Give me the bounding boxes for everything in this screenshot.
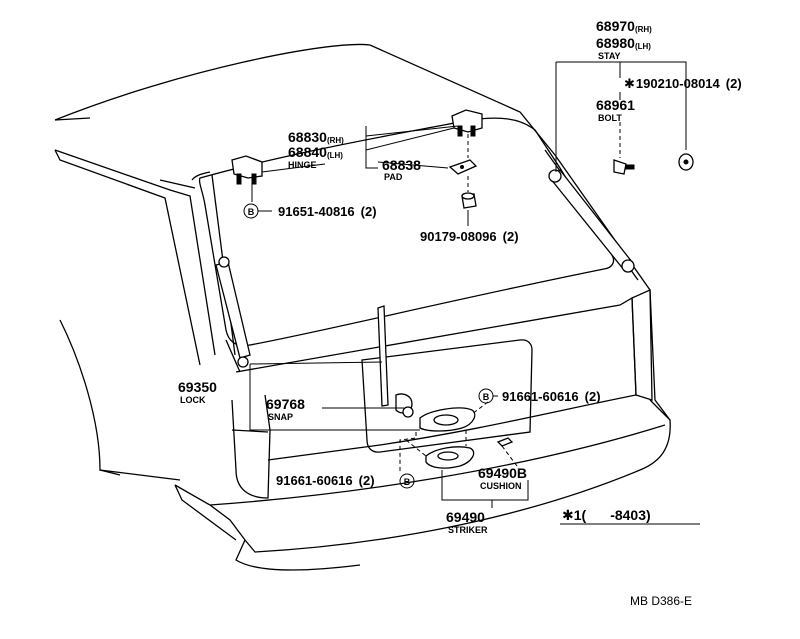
hinge-rh-part-number: 68830: [288, 129, 327, 145]
striker-assembly: [425, 446, 475, 469]
stay-rh-suffix: (RH): [635, 25, 652, 34]
stay-rh-part-number: 68970: [596, 18, 635, 34]
bolt-part-number: 68961: [596, 97, 635, 113]
pad-part-number: 68838: [382, 157, 421, 173]
footnote-mark: ✱1(: [562, 507, 587, 523]
callout-lock-bolt: B 91661-60616 (2): [478, 388, 601, 404]
pad-clip-part-number: 90179-08096: [420, 229, 497, 244]
svg-text:68980(LH): 68980(LH): [596, 35, 651, 51]
stay-screw-mark: ✱: [624, 76, 635, 91]
cushion-part-number: 69490B: [478, 465, 527, 481]
left-hinge: [231, 155, 263, 185]
svg-text:91661-60616(2): 91661-60616 (2): [276, 473, 375, 488]
callout-bolt: 68961 BOLT: [596, 97, 635, 123]
svg-text:68840(LH): 68840(LH): [288, 144, 343, 160]
stay-bolt-part: [613, 159, 635, 175]
snap-name: SNAP: [268, 412, 293, 422]
left-gas-stay: [215, 256, 251, 368]
svg-text:✱1(-8403): ✱1( -8403): [562, 507, 651, 523]
svg-text:68970(RH): 68970(RH): [596, 18, 652, 34]
stay-lh-part-number: 68980: [596, 35, 635, 51]
stay-screw-part-number: 190210-08014: [636, 76, 721, 91]
lock-bolt-badge: B: [483, 392, 490, 402]
striker-bolt-qty: (2): [359, 473, 375, 488]
footnote: ✱1( -8403): [560, 507, 700, 525]
hinge-pad: [448, 159, 478, 175]
callout-cushion: 69490B CUSHION: [478, 465, 527, 491]
striker-bolt-badge: B: [404, 477, 411, 487]
callout-snap: 69768 SNAP: [266, 396, 305, 422]
callout-lock: 69350 LOCK: [178, 379, 217, 405]
callout-hinge: 68830(RH) 68840(LH) HINGE: [288, 129, 344, 170]
striker-part-number: 69490: [446, 509, 485, 525]
callout-stay: 68970(RH) 68980(LH) STAY: [596, 18, 652, 61]
stay-name: STAY: [598, 51, 621, 61]
svg-text:✱190210-08014(2): ✱190210-08014 (2): [624, 76, 742, 91]
stay-end-cap: [678, 153, 694, 171]
lock-assembly: [419, 407, 476, 432]
svg-text:68830(RH): 68830(RH): [288, 129, 344, 145]
pad-name: PAD: [384, 172, 403, 182]
leader-lines: [249, 61, 687, 508]
lock-bolt-qty: (2): [585, 389, 601, 404]
footnote-range: -8403): [610, 507, 650, 523]
lock-part-number: 69350: [178, 379, 217, 395]
bolt-name: BOLT: [598, 113, 622, 123]
callout-pad: 68838 PAD: [382, 157, 421, 182]
right-gas-stay: [548, 169, 635, 273]
pad-clip-qty: (2): [503, 229, 519, 244]
cushion-name: CUSHION: [480, 481, 522, 491]
hinge-bolt-qty: (2): [361, 204, 377, 219]
callout-striker: 69490 STRIKER: [446, 509, 488, 535]
snap-part-number: 69768: [266, 396, 305, 412]
hinge-bolt-badge: B: [248, 207, 255, 217]
striker-name: STRIKER: [448, 525, 488, 535]
callout-hinge-bolt: B 91651-40816 (2): [243, 203, 377, 219]
vehicle-body: [54, 43, 671, 571]
drawing-code: MB D386-E: [630, 594, 692, 608]
hinge-bolt-part-number: 91651-40816: [278, 204, 355, 219]
hinge-lh-part-number: 68840: [288, 144, 327, 160]
hinge-name: HINGE: [288, 160, 317, 170]
striker-bolt-part-number: 91661-60616: [276, 473, 353, 488]
snap-clip: [395, 393, 414, 418]
stay-lh-suffix: (LH): [635, 42, 651, 51]
striker-bolt-badge-circle: [399, 473, 415, 489]
lock-bolt-part-number: 91661-60616: [502, 389, 579, 404]
callout-pad-clip: 90179-08096 (2): [420, 229, 519, 244]
pad-clip: [461, 192, 477, 209]
svg-text:91661-60616(2): 91661-60616 (2): [502, 389, 601, 404]
lock-rod: [377, 305, 389, 407]
lock-name: LOCK: [180, 395, 206, 405]
hinge-lh-suffix: (LH): [327, 151, 343, 160]
cushion-part: [496, 437, 514, 447]
hinge-rh-suffix: (RH): [327, 136, 344, 145]
svg-text:91651-40816(2): 91651-40816 (2): [278, 204, 377, 219]
stay-screw-qty: (2): [726, 76, 742, 91]
callout-stay-screw: ✱190210-08014 (2): [624, 76, 742, 91]
right-hinge: [451, 109, 483, 137]
callout-striker-bolt: 91661-60616 (2) B: [276, 473, 415, 489]
svg-text:90179-08096(2): 90179-08096 (2): [420, 229, 519, 244]
